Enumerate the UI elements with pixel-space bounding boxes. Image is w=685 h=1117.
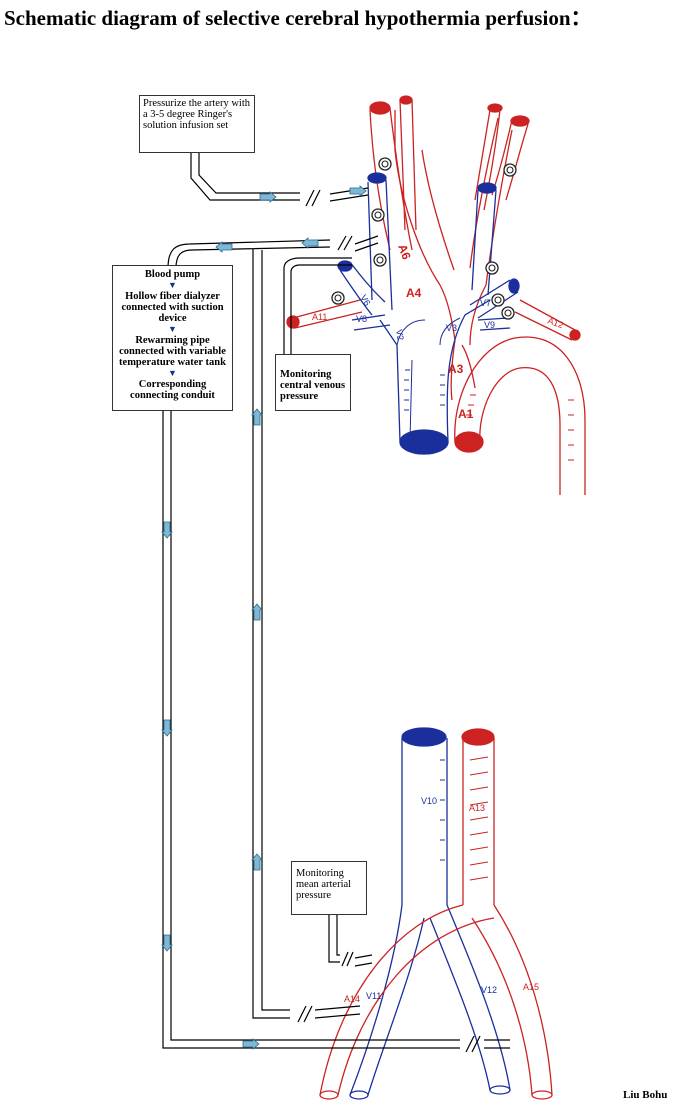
down-arrow-icon: ▼ bbox=[168, 280, 177, 290]
label-A14: A14 bbox=[344, 994, 360, 1004]
vein-main bbox=[379, 299, 491, 443]
vein-V12 bbox=[429, 904, 511, 1091]
down-arrow-icon: ▼ bbox=[168, 324, 177, 334]
down-arrow-icon: ▼ bbox=[168, 368, 177, 378]
vein-right-up bbox=[471, 189, 497, 296]
ascending-aorta-hatch bbox=[466, 394, 574, 461]
pump-step-1: Blood pump bbox=[144, 269, 201, 280]
label-A4: A4 bbox=[406, 286, 422, 300]
label-V7: V7 bbox=[480, 298, 491, 308]
artery-A12 bbox=[514, 299, 576, 341]
label-V11: V11 bbox=[366, 991, 381, 1001]
label-V9: V9 bbox=[484, 320, 495, 330]
upper-vessels bbox=[286, 95, 586, 495]
label-V2: V2 bbox=[394, 329, 406, 342]
artery-hatch bbox=[469, 756, 489, 881]
label-A15: A15 bbox=[523, 982, 539, 992]
diagram-title: Schematic diagram of selective cerebral … bbox=[4, 6, 592, 30]
artery-A3 bbox=[450, 339, 476, 401]
label-A13: A13 bbox=[469, 803, 485, 813]
artery-A14 bbox=[319, 904, 495, 1096]
vein-V9 bbox=[477, 317, 511, 331]
label-V10: V10 bbox=[421, 796, 437, 806]
map-monitoring-box: Monitoring mean arterial pressure bbox=[291, 861, 367, 915]
blood-pump-box: Blood pump ▼ Hollow fiber dialyzer conne… bbox=[112, 265, 233, 411]
aorta-root-red bbox=[454, 431, 484, 453]
vein-V3 bbox=[439, 317, 461, 346]
artery-A15 bbox=[471, 904, 553, 1096]
vein-hatch-lower bbox=[440, 759, 445, 861]
label-V12: V12 bbox=[481, 985, 497, 995]
vessel-labels: A1 A3 A4 A6 A11 A12 A13 A14 A15 V2 V3 V6… bbox=[312, 242, 565, 1004]
tubing bbox=[162, 143, 510, 1053]
vein-hatch bbox=[404, 369, 445, 411]
pump-step-3: Rewarming pipe connected with variable t… bbox=[119, 335, 226, 368]
label-V6: V6 bbox=[358, 293, 372, 308]
artery-A13 bbox=[462, 738, 495, 905]
label-A6: A6 bbox=[395, 242, 414, 262]
label-A3: A3 bbox=[448, 362, 464, 376]
lower-vessels bbox=[319, 727, 553, 1100]
ringer-infusion-box: Pressurize the artery with a 3-5 degree … bbox=[139, 95, 255, 153]
aortic-arch bbox=[454, 336, 586, 495]
artery-top-mid bbox=[399, 99, 417, 231]
label-A11: A11 bbox=[312, 312, 327, 322]
label-V8: V8 bbox=[356, 314, 367, 324]
author-credit: Liu Bohu bbox=[623, 1089, 668, 1101]
vein-V10 bbox=[401, 738, 448, 905]
cvp-monitoring-box: Monitoring central venous pressure bbox=[275, 354, 351, 411]
vein-left-up bbox=[367, 179, 393, 311]
label-V3: V3 bbox=[446, 323, 457, 333]
artery-A11 bbox=[292, 299, 363, 329]
vein-V11 bbox=[349, 904, 425, 1096]
label-A1: A1 bbox=[458, 407, 474, 421]
vein-root-blue bbox=[399, 429, 449, 455]
pump-step-4: Corresponding connecting conduit bbox=[130, 379, 215, 401]
vein-V8 bbox=[351, 314, 391, 331]
artery-A4-trunk bbox=[439, 284, 487, 346]
artery-top-right bbox=[474, 109, 501, 211]
vein-V2 bbox=[396, 319, 426, 441]
pump-step-2: Hollow fiber dialyzer connected with suc… bbox=[121, 291, 224, 324]
